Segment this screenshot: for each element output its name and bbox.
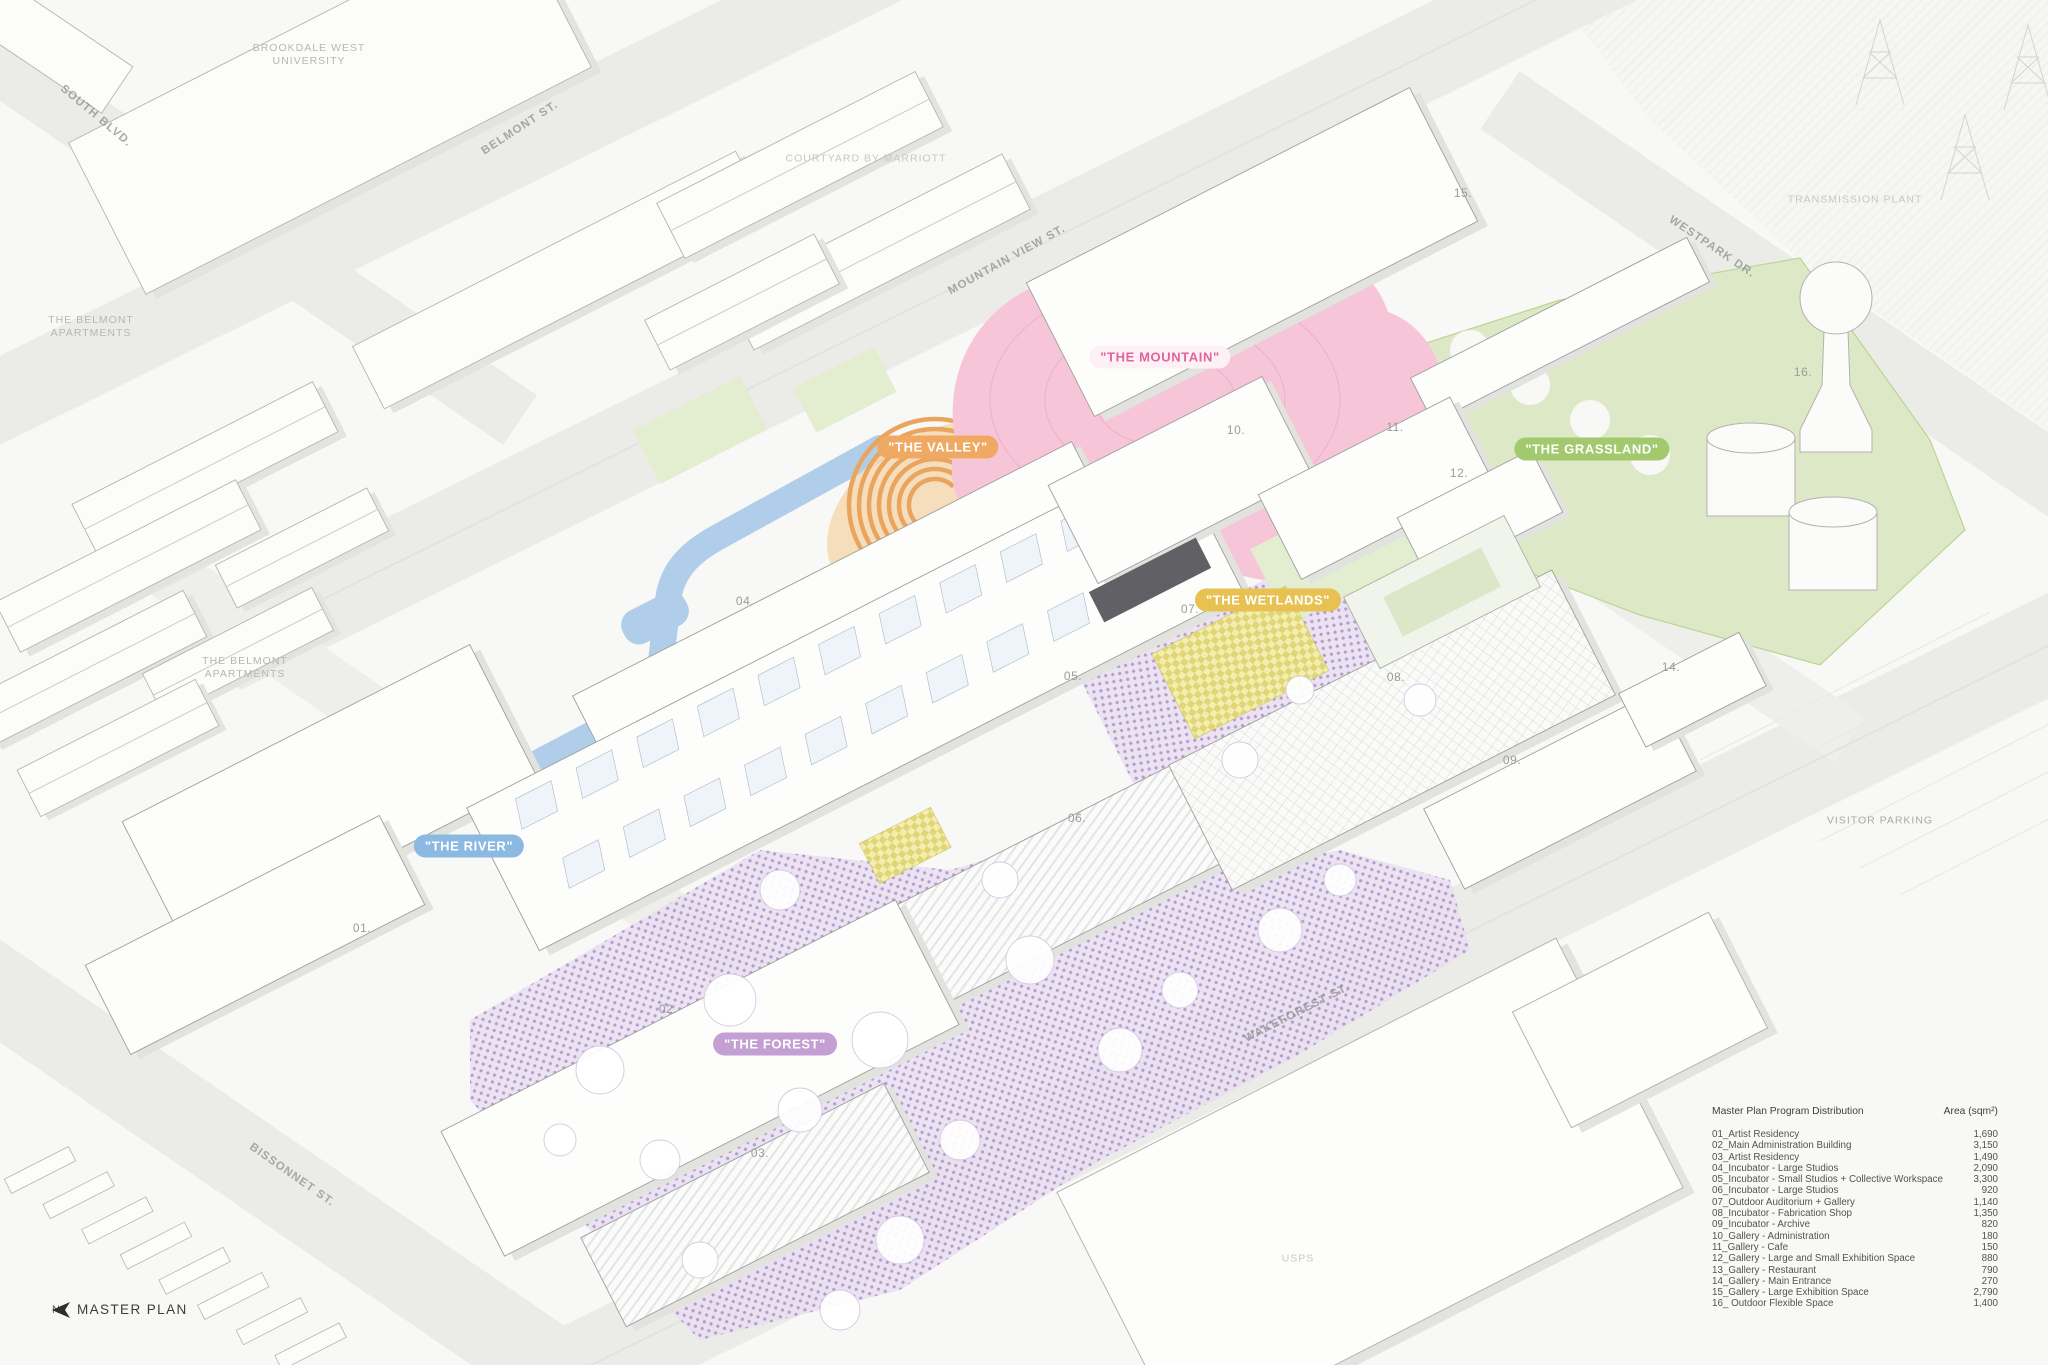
legend-item-area: 2,090 [1973,1162,1998,1174]
legend-row: 15_Gallery - Large Exhibition Space 2,790 [1712,1287,1998,1298]
legend-item-area: 820 [1981,1219,1998,1231]
legend-item-label: 03_Artist Residency [1712,1151,1800,1163]
page-title: MASTER PLAN [76,1302,188,1317]
legend-item-area: 880 [1981,1253,1998,1265]
legend-row: 08_Incubator - Fabrication Shop 1,350 [1712,1208,1998,1219]
legend-item-area: 1,490 [1973,1151,1998,1163]
visitor-parking-lines [1699,611,2048,896]
legend-row: 06_Incubator - Large Studios 920 [1712,1185,1998,1196]
legend-row: 02_Main Administration Building 3,150 [1712,1140,1998,1151]
legend-row: 03_Artist Residency 1,490 [1712,1152,1998,1163]
legend-item-label: 08_Incubator - Fabrication Shop [1712,1208,1852,1220]
legend-row: 01_Artist Residency 1,690 [1712,1129,1998,1140]
campus-buildings [84,86,1774,1332]
trees [543,675,1437,1331]
water-towers [1706,261,1878,591]
legend-item-area: 1,400 [1973,1298,1998,1310]
legend-item-label: 15_Gallery - Large Exhibition Space [1712,1287,1869,1299]
legend-area-header: Area (sqm²) [1943,1106,1998,1117]
legend-item-area: 3,300 [1973,1174,1998,1186]
legend-item-label: 04_Incubator - Large Studios [1712,1162,1839,1174]
legend-item-label: 11_Gallery - Cafe [1712,1241,1789,1253]
legend-row: 14_Gallery - Main Entrance 270 [1712,1276,1998,1287]
legend-row: 04_Incubator - Large Studios 2,090 [1712,1163,1998,1174]
legend-item-area: 2,790 [1973,1287,1998,1299]
legend-item-label: 14_Gallery - Main Entrance [1712,1275,1832,1287]
legend-item-area: 150 [1981,1241,1998,1253]
legend-header: Master Plan Program Distribution Area (s… [1712,1106,1998,1117]
title-block: N MASTER PLAN [52,1302,188,1318]
legend-item-label: 07_Outdoor Auditorium + Gallery [1712,1196,1855,1208]
legend-item-area: 3,150 [1973,1140,1998,1152]
legend-item-area: 790 [1981,1264,1998,1276]
legend-row: 13_Gallery - Restaurant 790 [1712,1265,1998,1276]
legend-item-area: 1,350 [1973,1208,1998,1220]
legend-item-area: 1,140 [1973,1196,1998,1208]
legend-row: 10_Gallery - Administration 180 [1712,1231,1998,1242]
legend-row: 09_Incubator - Archive 820 [1712,1219,1998,1230]
legend-item-label: 13_Gallery - Restaurant [1712,1264,1817,1276]
legend-item-label: 12_Gallery - Large and Small Exhibition … [1712,1253,1916,1265]
legend-item-area: 1,690 [1973,1129,1998,1140]
legend-row: 12_Gallery - Large and Small Exhibition … [1712,1253,1998,1264]
north-arrow-icon [52,1302,70,1318]
legend-item-label: 02_Main Administration Building [1712,1140,1852,1152]
transmission-yard [1560,0,2048,430]
legend-item-label: 05_Incubator - Small Studios + Collectiv… [1712,1174,1943,1186]
legend-item-label: 16_ Outdoor Flexible Space [1712,1298,1834,1310]
context-buildings [0,0,1778,1365]
legend-row: 05_Incubator - Small Studios + Collectiv… [1712,1174,1998,1185]
legend-row: 11_Gallery - Cafe 150 [1712,1242,1998,1253]
legend-item-label: 09_Incubator - Archive [1712,1219,1811,1231]
legend-title: Master Plan Program Distribution [1712,1106,1864,1117]
legend-row: 16_ Outdoor Flexible Space 1,400 [1712,1298,1998,1309]
legend-item-area: 270 [1981,1275,1998,1287]
legend-item-label: 10_Gallery - Administration [1712,1230,1830,1242]
legend-item-area: 920 [1981,1185,1998,1197]
transmission-towers [1855,18,2048,201]
legend-item-label: 06_Incubator - Large Studios [1712,1185,1839,1197]
legend-item-label: 01_Artist Residency [1712,1129,1800,1140]
legend-item-area: 180 [1981,1230,1998,1242]
legend-row: 07_Outdoor Auditorium + Gallery 1,140 [1712,1197,1998,1208]
program-legend: Master Plan Program Distribution Area (s… [1712,1106,1998,1310]
